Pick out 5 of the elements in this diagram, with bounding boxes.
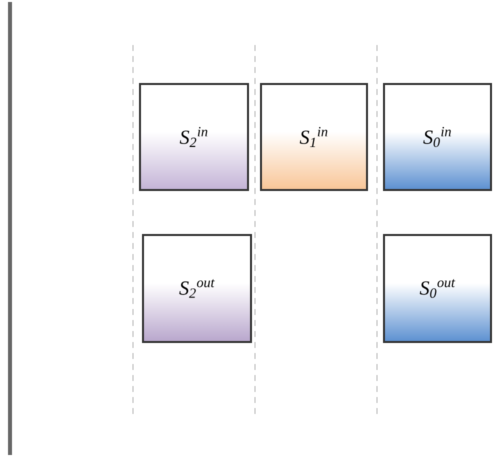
state-box: S$_{0}$out	[383, 234, 492, 343]
state-box: S$_{0}$in	[383, 82, 492, 191]
state-box: S$_{1}$in	[260, 82, 368, 191]
state-box: S$_{2}$out	[142, 234, 252, 343]
state-box: S$_{2}$in	[139, 82, 249, 191]
